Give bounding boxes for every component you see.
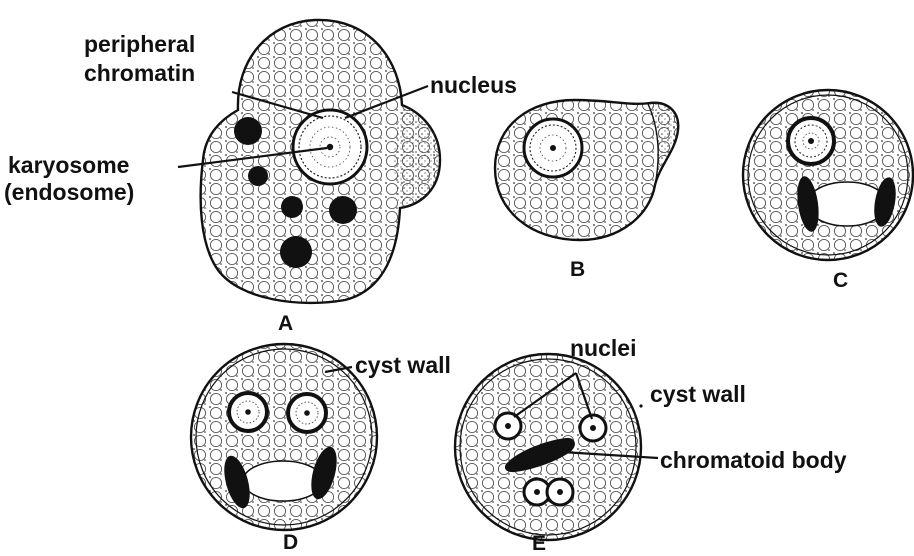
quadrinucleate-cyst-e <box>455 354 641 540</box>
nucleus-e <box>495 413 521 439</box>
uninucleate-cyst-c <box>743 90 913 260</box>
trophozoite-a <box>201 20 440 303</box>
nucleus-d-left <box>229 393 267 431</box>
precyst-outline <box>495 100 678 240</box>
label-endosome: (endosome) <box>4 179 134 205</box>
ingested-rbc <box>329 196 357 224</box>
glycogen-vacuole <box>243 461 323 501</box>
panel-label-b: B <box>570 258 585 281</box>
label-karyosome: karyosome <box>8 152 129 178</box>
nucleus-a <box>293 110 367 184</box>
nucleus-d-right <box>288 394 326 432</box>
binucleate-cyst-d <box>191 344 377 530</box>
label-cyst-wall-e: cyst wall <box>650 381 746 407</box>
label-nuclei: nuclei <box>570 335 636 361</box>
ingested-rbc <box>234 117 262 145</box>
nucleus-c <box>788 118 834 164</box>
ingested-rbc <box>281 196 303 218</box>
panel-label-a: A <box>278 312 293 335</box>
nucleus-e <box>580 415 606 441</box>
panel-label-c: C <box>833 269 848 292</box>
label-chromatoid-body: chromatoid body <box>660 447 847 473</box>
label-peripheral: peripheral <box>84 31 195 57</box>
karyosome-dot <box>327 144 333 150</box>
precyst-b <box>495 100 678 240</box>
pseudopod-ectoplasm <box>394 105 440 208</box>
label-cyst-wall-d: cyst wall <box>355 352 451 378</box>
panel-label-e: E <box>532 532 546 555</box>
ingested-rbc <box>248 166 268 186</box>
cyst-outline-c <box>743 90 913 260</box>
nucleus-b <box>524 119 582 177</box>
panel-label-d: D <box>283 531 298 554</box>
label-chromatin: chromatin <box>84 60 195 86</box>
nucleus-e <box>547 479 573 505</box>
label-nucleus: nucleus <box>430 72 517 98</box>
cyst-outline-d <box>191 344 377 530</box>
ingested-rbc <box>280 236 312 268</box>
leader-cyst-wall-e-dot <box>639 404 642 407</box>
